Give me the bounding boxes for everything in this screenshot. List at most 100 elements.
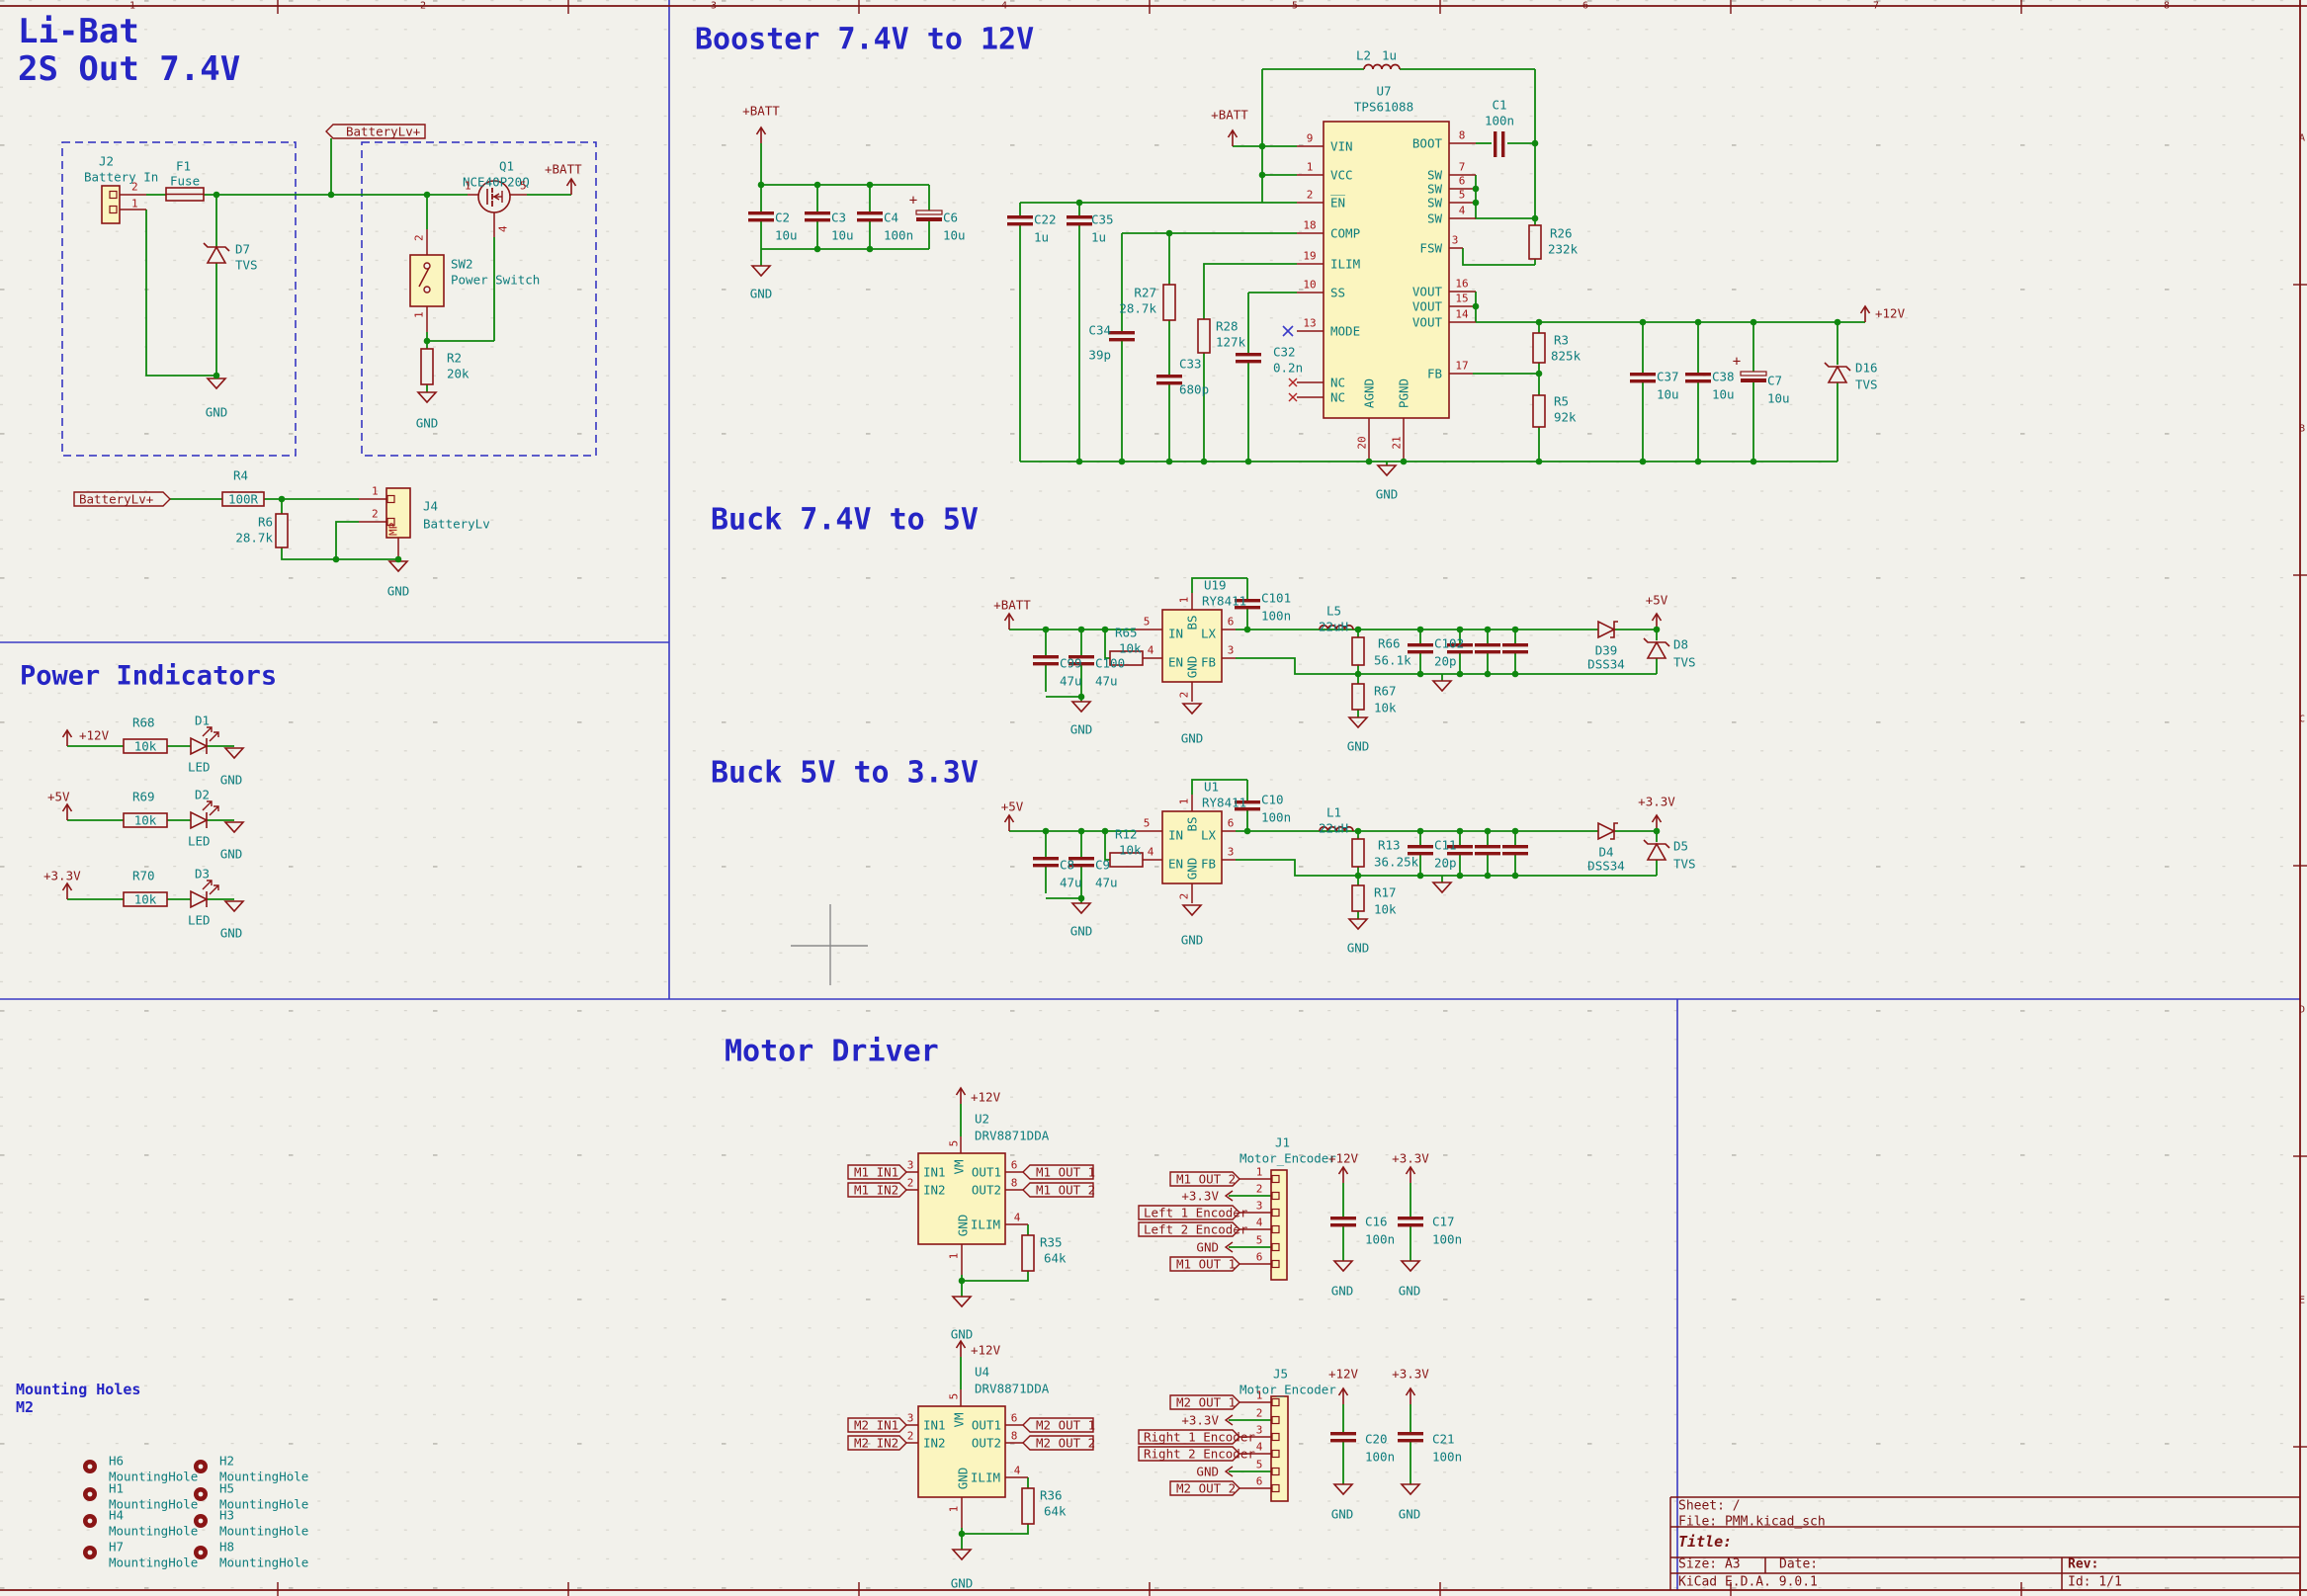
net-label[interactable]: M1_OUT_1: [1036, 1165, 1095, 1180]
ic-body-J2[interactable]: [101, 185, 121, 224]
net-label[interactable]: M2_OUT_1: [1036, 1418, 1095, 1433]
wire[interactable]: [1191, 779, 1247, 795]
net-label[interactable]: +12V: [971, 1090, 1001, 1105]
wire[interactable]: [962, 1271, 1029, 1282]
net-label-box[interactable]: [1169, 1480, 1240, 1496]
capacitor[interactable]: [1330, 1217, 1356, 1220]
resistor[interactable]: [1021, 1487, 1035, 1525]
ic-body-U7[interactable]: [1323, 121, 1450, 419]
net-label[interactable]: M1_IN1: [854, 1165, 898, 1180]
capacitor[interactable]: [1235, 599, 1260, 603]
net-label[interactable]: +12V: [79, 728, 110, 743]
resistor[interactable]: [1351, 683, 1365, 711]
net-label[interactable]: +5V: [47, 790, 70, 804]
net-label-box[interactable]: [1022, 1164, 1094, 1180]
net-label[interactable]: +3.3V: [1392, 1151, 1429, 1166]
capacitor-C1[interactable]: [1494, 131, 1497, 157]
capacitor-polarized[interactable]: [915, 210, 943, 215]
gnd-symbol[interactable]: [1431, 680, 1453, 693]
capacitor[interactable]: [1007, 215, 1033, 219]
resistor[interactable]: [1109, 852, 1144, 868]
net-label[interactable]: +3.3V: [1181, 1189, 1219, 1204]
net-label[interactable]: +5V: [1646, 593, 1668, 608]
wire[interactable]: [1462, 248, 1535, 266]
capacitor[interactable]: [1408, 643, 1433, 647]
capacitor[interactable]: [1475, 643, 1500, 647]
schottky-diode[interactable]: [1597, 620, 1616, 639]
led-diode[interactable]: [190, 810, 209, 830]
net-label[interactable]: Right_2_Encoder: [1144, 1447, 1255, 1462]
net-label-box[interactable]: [1138, 1205, 1240, 1220]
net-label[interactable]: +12V: [1875, 306, 1906, 321]
net-label[interactable]: M2_IN2: [854, 1436, 898, 1451]
net-label-box[interactable]: [1138, 1221, 1240, 1237]
wire[interactable]: [281, 547, 398, 560]
gnd-symbol[interactable]: [416, 391, 438, 404]
gnd-symbol[interactable]: [1332, 1483, 1354, 1496]
gnd-symbol[interactable]: [750, 265, 772, 278]
gnd-symbol[interactable]: [1070, 902, 1092, 915]
led-diode[interactable]: [190, 736, 209, 756]
net-label[interactable]: BatteryLv+: [79, 492, 153, 507]
net-label[interactable]: Left_1_Encoder: [1144, 1206, 1248, 1220]
net-label[interactable]: +3.3V: [1392, 1367, 1429, 1382]
capacitor[interactable]: [1398, 1432, 1423, 1436]
capacitor[interactable]: [1630, 373, 1656, 377]
gnd-symbol[interactable]: [223, 821, 245, 834]
net-label[interactable]: +5V: [1001, 799, 1024, 814]
inductor[interactable]: [1319, 825, 1354, 832]
net-label[interactable]: +3.3V: [1638, 795, 1675, 809]
capacitor[interactable]: [1067, 215, 1092, 219]
resistor[interactable]: [1528, 224, 1542, 260]
tvs-diode[interactable]: [1827, 365, 1848, 383]
resistor[interactable]: [1021, 1234, 1035, 1272]
net-label-box[interactable]: [847, 1417, 907, 1433]
gnd-symbol[interactable]: [1347, 918, 1369, 931]
net-label-box[interactable]: [325, 124, 426, 139]
ic-body-J1[interactable]: [1270, 1169, 1288, 1281]
gnd-symbol[interactable]: [1400, 1483, 1421, 1496]
inductor[interactable]: [1319, 624, 1354, 630]
net-label-box[interactable]: [1169, 1171, 1240, 1187]
resistor[interactable]: [420, 348, 434, 385]
capacitor[interactable]: [805, 211, 830, 215]
resistor[interactable]: [123, 812, 168, 828]
wire[interactable]: [1104, 630, 1110, 659]
net-label-box[interactable]: [847, 1182, 907, 1198]
net-label[interactable]: +BATT: [993, 598, 1031, 613]
resistor[interactable]: [1532, 332, 1546, 364]
net-label[interactable]: M2_IN1: [854, 1418, 898, 1433]
net-label[interactable]: +BATT: [1211, 108, 1248, 123]
net-label[interactable]: +12V: [971, 1343, 1001, 1358]
net-label[interactable]: BatteryLv+: [346, 125, 420, 139]
net-label[interactable]: M1_OUT_2: [1176, 1172, 1236, 1187]
net-label-box[interactable]: [1022, 1182, 1094, 1198]
capacitor[interactable]: [1408, 845, 1433, 849]
ic-body-U2[interactable]: [917, 1152, 1006, 1245]
resistor[interactable]: [275, 513, 289, 548]
resistor[interactable]: [123, 738, 168, 754]
net-label-box[interactable]: [1138, 1429, 1240, 1445]
capacitor[interactable]: [1156, 375, 1182, 378]
capacitor[interactable]: [1330, 1432, 1356, 1436]
led-diode[interactable]: [190, 889, 209, 909]
gnd-symbol[interactable]: [1181, 703, 1203, 715]
net-label-box[interactable]: [847, 1435, 907, 1451]
gnd-symbol[interactable]: [1431, 882, 1453, 894]
resistor[interactable]: [123, 891, 168, 907]
mosfet-Q1[interactable]: [477, 180, 511, 213]
capacitor[interactable]: [1502, 845, 1528, 849]
net-label[interactable]: M2_OUT_1: [1176, 1395, 1236, 1410]
capacitor-polarized[interactable]: [1740, 371, 1767, 377]
net-label[interactable]: GND: [1196, 1465, 1219, 1479]
net-label-box[interactable]: [1022, 1435, 1094, 1451]
resistor[interactable]: [1351, 636, 1365, 666]
gnd-symbol[interactable]: [1181, 904, 1203, 917]
wire[interactable]: [962, 1524, 1029, 1535]
resistor[interactable]: [1351, 884, 1365, 912]
net-label[interactable]: M2_OUT_2: [1036, 1436, 1095, 1451]
resistor[interactable]: [1109, 650, 1144, 666]
wire[interactable]: [1203, 263, 1297, 319]
ic-body-U1[interactable]: [1161, 810, 1223, 884]
